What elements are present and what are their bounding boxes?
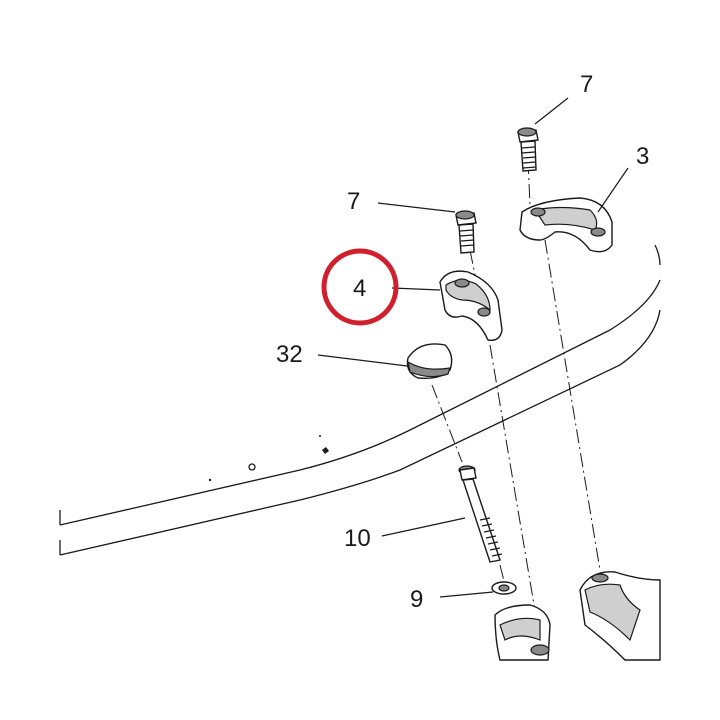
callout-32: 32 xyxy=(276,341,303,368)
handlebar xyxy=(59,244,661,556)
clamp-3 xyxy=(519,197,613,253)
highlight-circle xyxy=(321,248,399,326)
washer-9 xyxy=(491,581,517,595)
callout-3: 3 xyxy=(636,143,649,170)
clamp-4 xyxy=(439,270,503,341)
riser-left xyxy=(494,604,551,661)
callout-4: 4 xyxy=(353,275,366,302)
bolt-7-lower xyxy=(455,210,477,254)
cap-32 xyxy=(406,343,453,380)
callout-9: 9 xyxy=(410,586,423,613)
callout-7-upper: 7 xyxy=(580,71,593,98)
callout-10: 10 xyxy=(344,525,371,552)
bolt-7-upper xyxy=(517,127,539,172)
leader-lines xyxy=(317,97,629,598)
riser-right xyxy=(579,571,661,661)
callout-7-lower: 7 xyxy=(347,188,360,215)
bolt-10 xyxy=(458,465,503,563)
